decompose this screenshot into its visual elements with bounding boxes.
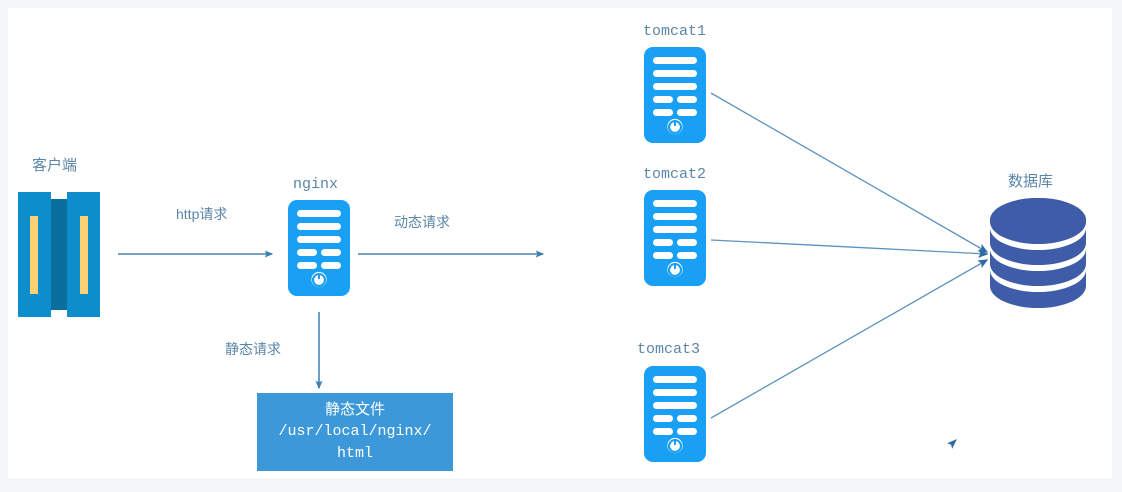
tomcat2-server-icon	[644, 190, 706, 286]
static-file-path: /usr/local/nginx/	[278, 423, 432, 441]
server-bar-row	[297, 262, 341, 269]
edge-label-static-request: 静态请求	[225, 341, 281, 357]
server-bar	[677, 239, 697, 246]
client-spine	[51, 199, 67, 310]
client-stripe-right	[80, 216, 88, 294]
server-bar-row	[653, 252, 697, 259]
server-bar	[653, 200, 697, 207]
server-bar	[321, 249, 341, 256]
server-bar	[677, 428, 697, 435]
server-bar	[653, 226, 697, 233]
server-bar	[677, 96, 697, 103]
server-bar	[653, 70, 697, 77]
client-icon	[18, 192, 100, 317]
diagram-canvas	[8, 8, 1112, 478]
server-bar	[297, 223, 341, 230]
edge-label-dynamic-request: 动态请求	[394, 214, 450, 230]
tomcat1-label: tomcat1	[643, 23, 707, 40]
power-icon	[311, 271, 327, 288]
server-bar-row	[653, 428, 697, 435]
tomcat1-server-icon	[644, 47, 706, 143]
server-bar	[653, 428, 673, 435]
server-bar	[653, 389, 697, 396]
database-icon	[990, 198, 1086, 308]
client-label: 客户端	[32, 157, 78, 174]
server-bar-row	[653, 415, 697, 422]
static-file-box: 静态文件 /usr/local/nginx/ html	[257, 393, 453, 471]
server-bar	[677, 109, 697, 116]
server-bar	[297, 262, 317, 269]
nginx-server-icon	[288, 200, 350, 296]
server-bar	[653, 109, 673, 116]
cursor-arrow-icon	[947, 439, 957, 449]
server-bar-row	[653, 239, 697, 246]
server-bar	[653, 83, 697, 90]
server-bar	[321, 262, 341, 269]
server-bar	[653, 402, 697, 409]
edge-tomcat1-to-database	[710, 92, 989, 253]
nginx-label: nginx	[293, 176, 339, 193]
edge-tomcat3-to-database	[710, 259, 989, 419]
server-bar	[677, 415, 697, 422]
static-file-title: 静态文件	[324, 401, 385, 419]
power-icon	[667, 118, 683, 135]
server-bar	[653, 213, 697, 220]
client-stripe-left	[30, 216, 38, 294]
server-bar	[653, 415, 673, 422]
tomcat3-label: tomcat3	[637, 341, 701, 358]
server-bar-row	[297, 249, 341, 256]
edge-tomcat2-to-database	[710, 239, 989, 258]
server-bar	[297, 210, 341, 217]
server-bar	[653, 376, 697, 383]
server-bar	[297, 249, 317, 256]
server-bar	[653, 57, 697, 64]
server-bar	[677, 252, 697, 259]
tomcat2-label: tomcat2	[643, 166, 707, 183]
power-icon	[667, 261, 683, 278]
server-bar-row	[653, 96, 697, 103]
server-bar-row	[653, 109, 697, 116]
database-label: 数据库	[1008, 173, 1054, 190]
server-bar	[653, 96, 673, 103]
tomcat3-server-icon	[644, 366, 706, 462]
server-bar	[297, 236, 341, 243]
static-file-path-tail: html	[336, 444, 373, 462]
server-bar	[653, 239, 673, 246]
server-bar	[653, 252, 673, 259]
power-icon	[667, 437, 683, 454]
edge-label-http-request: http请求	[176, 206, 228, 222]
